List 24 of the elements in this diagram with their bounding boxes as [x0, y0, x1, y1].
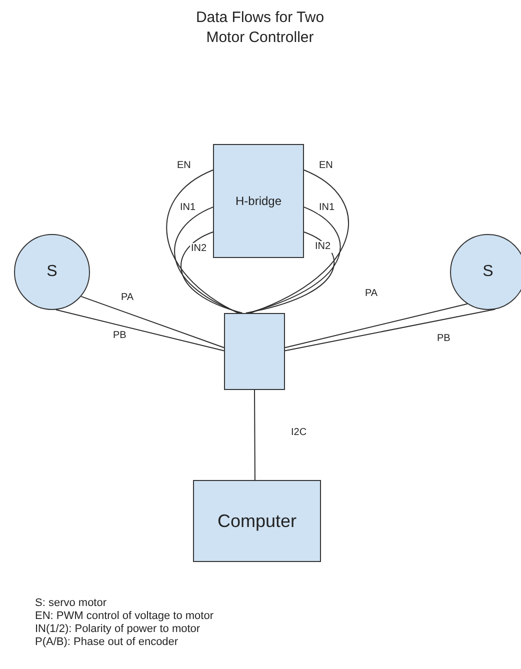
- node-label: Computer: [217, 510, 297, 533]
- connector-line: [80, 296, 224, 348]
- connector-line: [250, 170, 349, 314]
- edge-label: IN1: [318, 202, 336, 214]
- process-box: [213, 144, 304, 258]
- node-label: S: [482, 262, 494, 282]
- connector-line: [254, 390, 256, 480]
- connector-line: [247, 206, 341, 314]
- connector-line: [174, 206, 240, 314]
- note-text: IN(1/2): Polarity of power to motor: [35, 623, 202, 636]
- connector-line: [245, 232, 335, 314]
- process-box: [193, 480, 321, 562]
- node-label: S: [46, 262, 58, 282]
- empty-box: [224, 313, 285, 390]
- connector-line: [180, 232, 243, 314]
- note-text: S: servo motor: [35, 597, 108, 610]
- note-text: P(A/B): Phase out of encoder: [35, 636, 180, 649]
- connector-line: [284, 303, 468, 348]
- connector-line: [166, 170, 239, 314]
- edge-label: IN2: [314, 241, 332, 253]
- diagram-title: Data Flows for Two Motor Controller: [194, 8, 326, 48]
- node-label: H-bridge: [235, 193, 282, 210]
- connector-line: [55, 309, 224, 352]
- note-text: EN: PWM control of voltage to motor: [35, 610, 214, 623]
